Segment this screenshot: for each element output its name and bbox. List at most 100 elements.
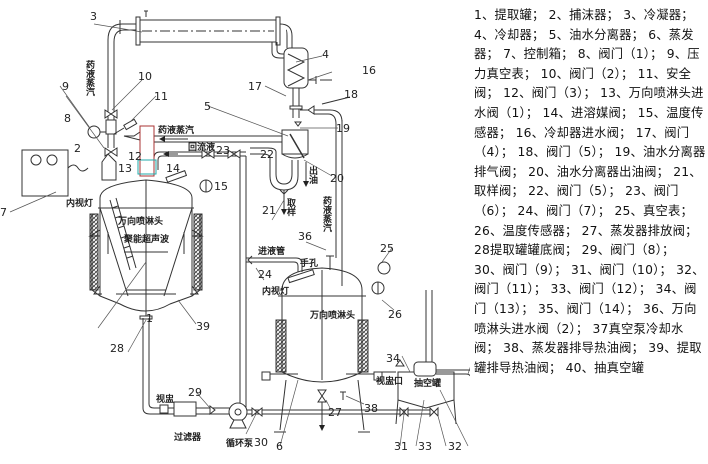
callout-1: 1: [146, 312, 153, 325]
label-spray-head-left: 万向喷淋头: [117, 215, 163, 227]
callout-21: 21: [262, 204, 276, 217]
callout-numbers: 1 2 3 4 5 6 7 8 9 10 11 12 13 14 15 16 1…: [0, 10, 462, 453]
callout-39: 39: [196, 320, 210, 333]
label-steam-up-left: 药液蒸汽: [84, 59, 95, 97]
legend-item-11: 11、安全阀；: [474, 66, 692, 101]
legend-item-16: 16、冷却器进水阀；: [515, 125, 636, 140]
callout-8: 8: [64, 112, 71, 125]
legend-item-14: 14、进溶媒阀；: [542, 105, 638, 120]
legend-item-34: 34、阀门（13）；: [474, 282, 697, 316]
callout-12: 12: [128, 150, 142, 163]
cooler: [283, 47, 332, 89]
callout-2: 2: [74, 142, 81, 155]
condenser: [135, 10, 281, 46]
legend-item-5: 5、油水分离器；: [548, 27, 649, 42]
callout-18: 18: [344, 88, 358, 101]
callout-20: 20: [330, 172, 344, 185]
callout-5: 5: [204, 100, 211, 113]
callout-11: 11: [154, 90, 168, 103]
legend-item-33: 33、阀门（12）；: [550, 282, 656, 297]
callout-36: 36: [298, 230, 312, 243]
foam-catcher: [101, 153, 117, 181]
legend-item-30: 30、阀门（9）；: [474, 262, 572, 277]
process-flow-diagram: 药液蒸汽 药液蒸汽 回流液 出油 取样 药液蒸汽 进液管 手孔 内视灯 内视灯 …: [0, 10, 470, 453]
callout-15: 15: [214, 180, 228, 193]
control-box: [21, 149, 89, 197]
label-ultrasonic: 聚能超声波: [123, 233, 170, 245]
legend-item-12: 12、阀门（3）；: [503, 86, 601, 101]
label-inner-lamp-right: 内视灯: [262, 285, 289, 297]
legend-item-35: 35、阀门（14）；: [538, 301, 644, 316]
label-steam-arrow: 药液蒸汽: [158, 124, 194, 136]
legend-item-1: 1、提取罐；: [474, 8, 549, 22]
legend-item-10: 10、阀门（2）；: [540, 66, 638, 81]
callout-28: 28: [110, 342, 124, 355]
legend-item-25: 25、真空表；: [614, 203, 694, 218]
legend-item-4: 4、冷却器；: [474, 27, 549, 42]
circulation-pump: [228, 402, 248, 429]
label-sight-window: 视盅口: [376, 375, 403, 387]
callout-6: 6: [276, 440, 283, 453]
callout-16: 16: [362, 64, 376, 77]
legend-item-19: 19、油水分离器排气阀；: [474, 145, 706, 179]
legend-item-17: 17、阀门（4）；: [474, 125, 690, 160]
legend-item-40: 40、抽真空罐: [565, 360, 645, 375]
legend-item-27: 27、蒸发器排放阀；: [581, 223, 698, 238]
callout-26: 26: [388, 308, 402, 321]
legend-item-38: 38、蒸发器排导热油阀；: [503, 341, 649, 356]
legend-item-39: 39、提取罐排导热油阀；: [474, 341, 702, 375]
callout-19: 19: [336, 122, 350, 135]
callout-24: 24: [258, 268, 272, 281]
legend-item-9: 9、压力真空表；: [474, 47, 700, 81]
legend-item-3: 3、冷凝器；: [623, 8, 694, 22]
callout-23: 23: [216, 144, 230, 157]
legend-item-29: 29、阀门（8）；: [581, 243, 675, 258]
callout-25: 25: [380, 242, 394, 255]
legend-item-24: 24、阀门（7）；: [517, 203, 615, 218]
legend-item-32: 32、阀门（11）；: [474, 262, 705, 297]
callout-30: 30: [254, 436, 268, 449]
legend-item-31: 31、阀门（10）；: [571, 262, 677, 277]
vapor-pipe-left: [107, 20, 136, 148]
callout-31: 31: [394, 440, 408, 453]
legend-item-26: 26、温度传感器；: [474, 223, 582, 238]
legend-item-22: 22、阀门（5）；: [528, 184, 626, 199]
label-sample: 取样: [285, 198, 296, 217]
label-reflux: 回流液: [188, 141, 216, 153]
label-hand-hole: 手孔: [300, 257, 318, 269]
callout-13: 13: [118, 162, 132, 175]
extraction-tank: [88, 179, 204, 312]
legend-item-36: 36、万向喷淋头进水阀（2）；: [474, 301, 697, 336]
label-spray-head-right: 万向喷淋头: [309, 309, 355, 321]
legend-item-23: 23、阀门（6）；: [474, 184, 679, 218]
callout-17: 17: [248, 80, 262, 93]
callout-34: 34: [386, 352, 400, 365]
legend-item-7: 7、控制箱；: [503, 47, 578, 62]
label-filter: 过滤器: [174, 431, 202, 443]
callout-32: 32: [448, 440, 462, 453]
label-steam-up-right: 药液蒸汽: [321, 195, 332, 233]
legend-item-15: 15、温度传感器；: [474, 105, 704, 140]
vacuum-tank: [395, 290, 457, 425]
callout-9: 9: [62, 80, 69, 93]
callout-33: 33: [418, 440, 432, 453]
process-labels: 药液蒸汽 药液蒸汽 回流液 出油 取样 药液蒸汽 进液管 手孔 内视灯 内视灯 …: [66, 59, 441, 449]
component-legend: 1、提取罐； 2、捕沫器； 3、冷凝器； 4、冷却器； 5、油水分离器； 6、蒸…: [474, 6, 706, 378]
label-inner-lamp-left: 内视灯: [66, 197, 93, 209]
legend-item-13: 13、万向喷淋头进水阀（1）；: [474, 86, 704, 120]
callout-38: 38: [364, 402, 378, 415]
legend-item-18: 18、阀门（5）；: [517, 145, 615, 160]
label-circ-pump: 循环泵: [226, 437, 254, 449]
label-oil-out: 出油: [307, 165, 318, 185]
legend-item-37: 37真空泵冷却水阀；: [474, 321, 684, 356]
callout-3: 3: [90, 10, 97, 23]
legend-item-6: 6、蒸发器；: [474, 27, 694, 62]
legend-item-8: 8、阀门（1）；: [577, 47, 667, 62]
callout-14: 14: [166, 162, 180, 175]
label-vacuum-tank: 抽空罐: [414, 377, 441, 389]
callout-4: 4: [322, 48, 329, 61]
callout-27: 27: [328, 406, 342, 419]
callout-22: 22: [260, 148, 274, 161]
oil-water-separator: [281, 121, 309, 159]
legend-item-28: 28提取罐罐底阀；: [474, 243, 582, 258]
